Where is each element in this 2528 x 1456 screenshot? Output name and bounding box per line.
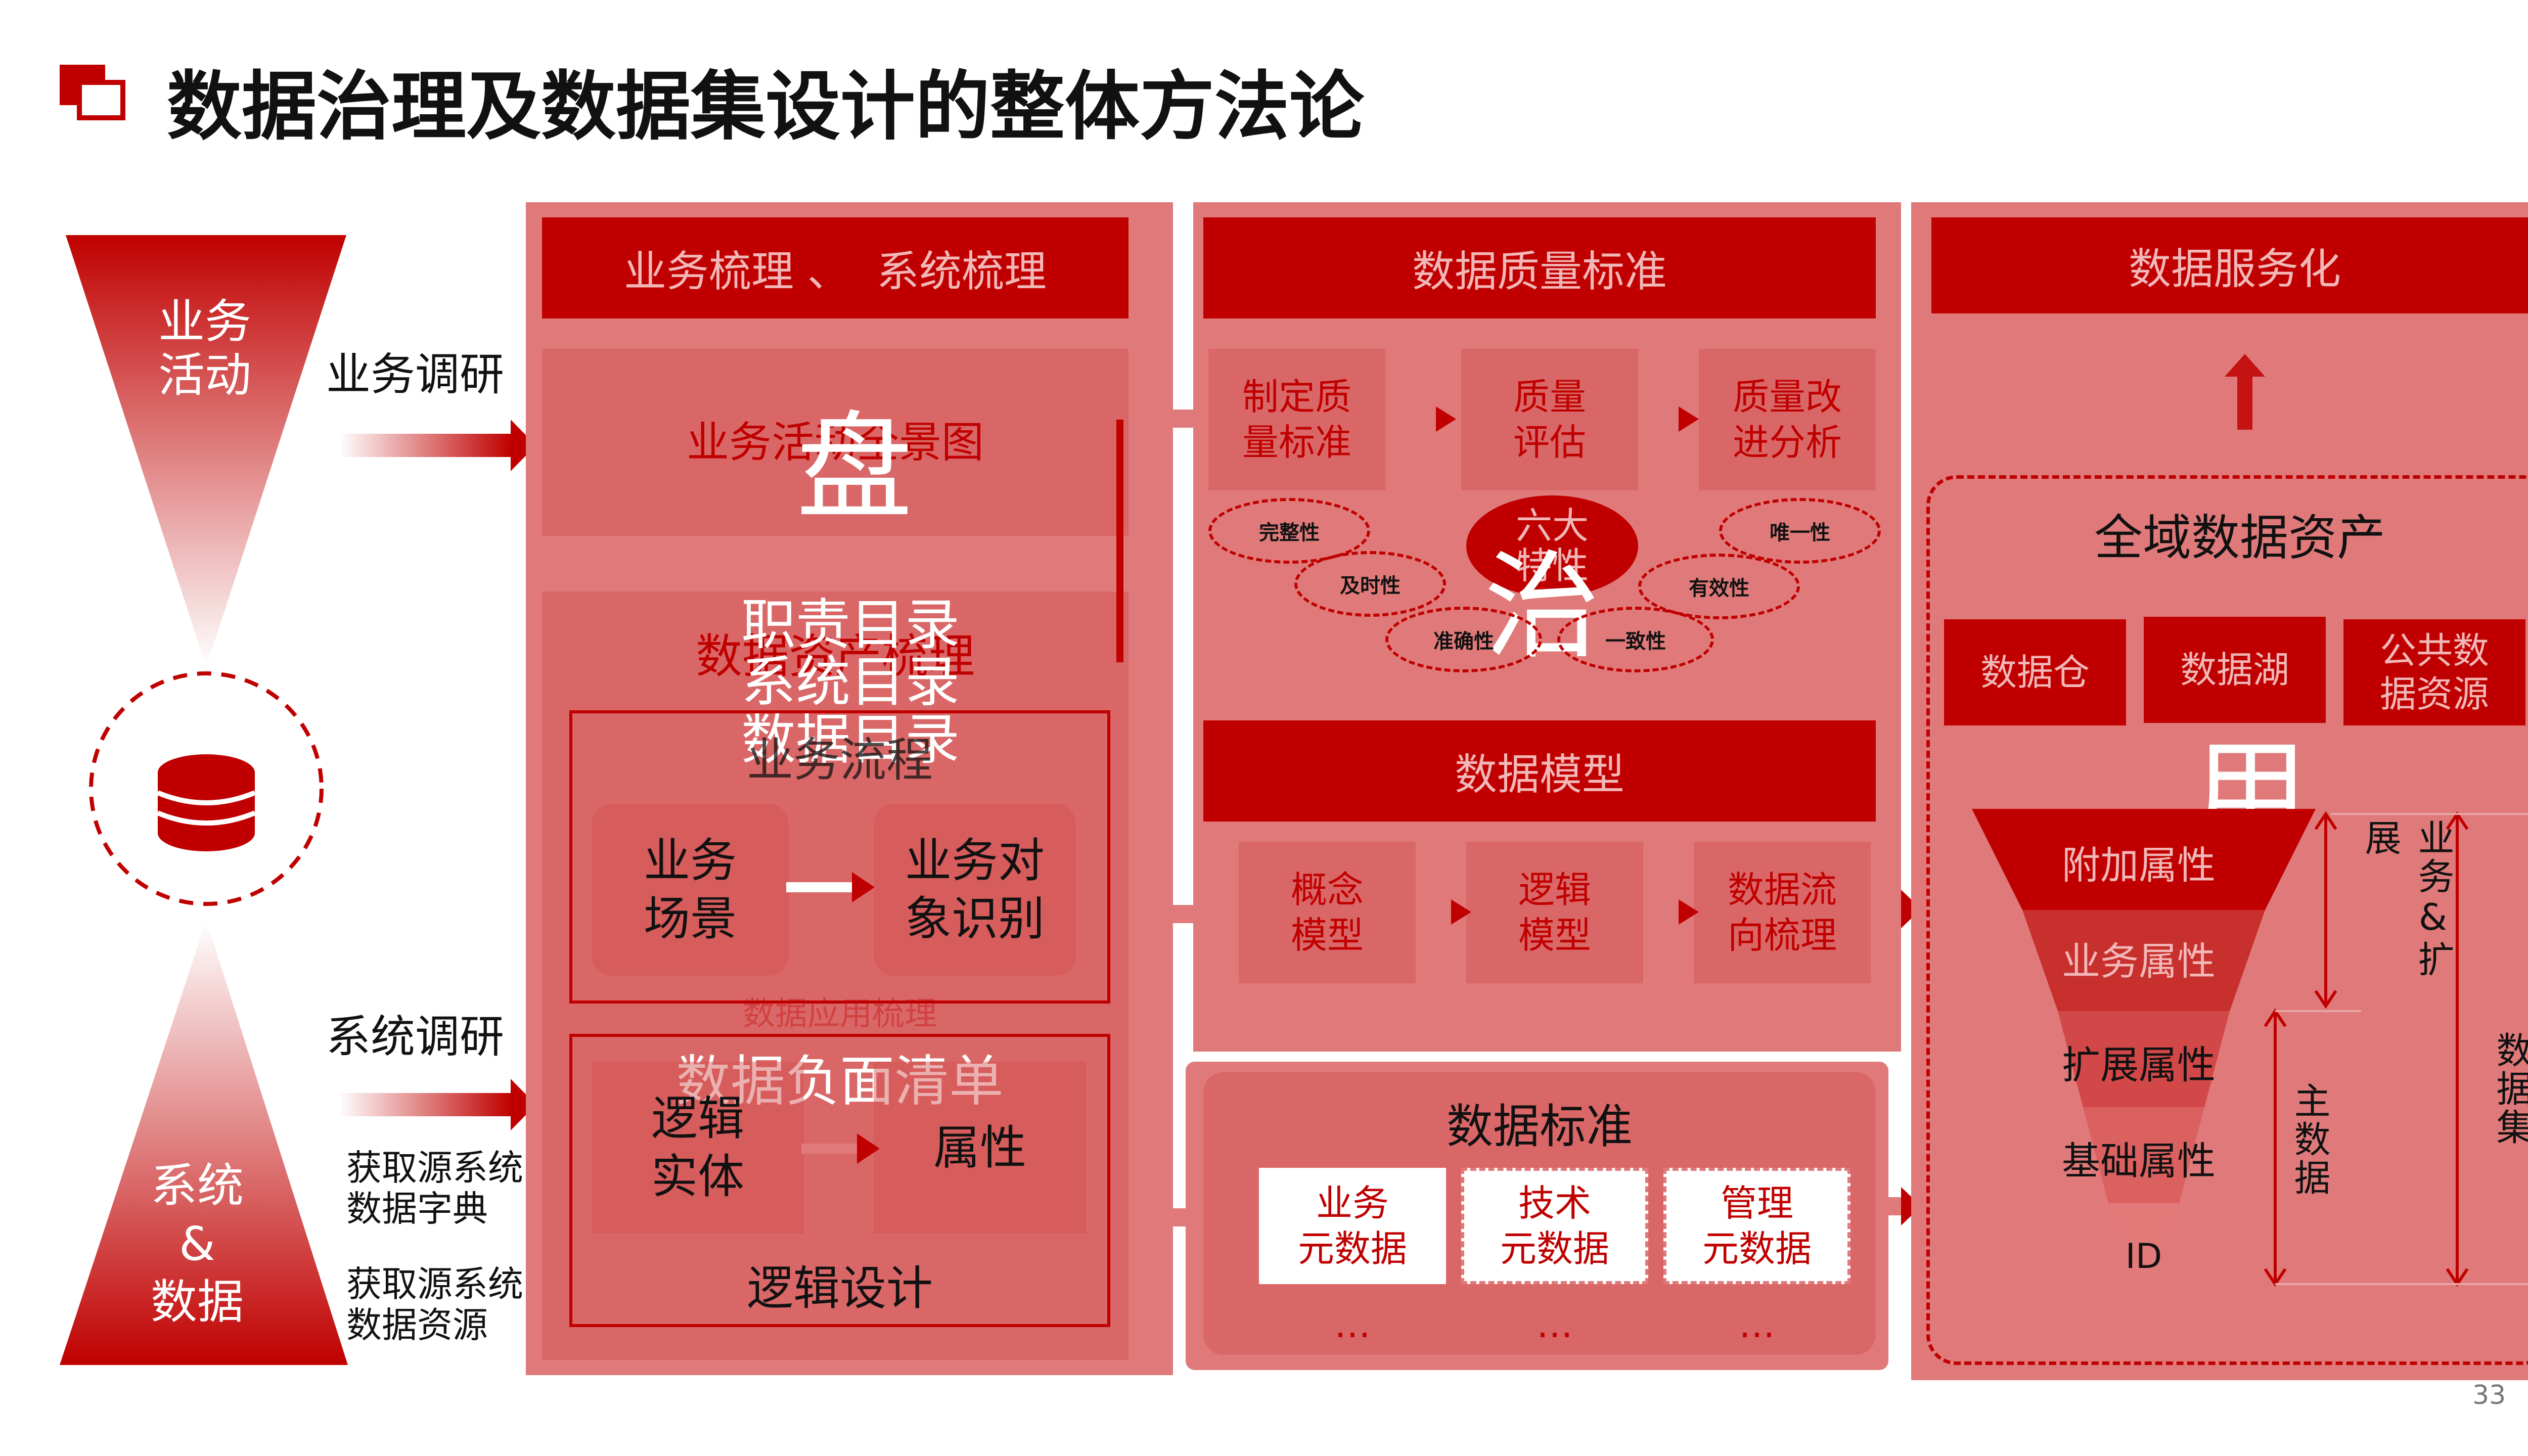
- q-item-3: 质量改 进分析: [1699, 349, 1876, 490]
- ellipsis-1: …: [1334, 1303, 1371, 1346]
- top-triangle: [66, 235, 346, 667]
- std-item-1: 业务 元数据: [1259, 1168, 1446, 1284]
- page-title: 数据治理及数据集设计的整体方法论: [167, 63, 1364, 150]
- source-res-label: 获取源系统 数据资源: [346, 1263, 523, 1346]
- store-public: 公共数 据资源: [2343, 619, 2525, 725]
- asset-frame: [1926, 475, 2528, 1365]
- layer-5: ID: [2125, 1236, 2162, 1277]
- bottom-triangle-label: 系统 & 数据: [150, 1158, 244, 1329]
- database-icon: [156, 752, 257, 853]
- col1-panel: [526, 202, 1173, 1375]
- m-item-1: 概念 模型: [1239, 842, 1416, 983]
- model-header: 数据模型: [1203, 720, 1876, 822]
- label-dataset: 数据集: [2490, 1031, 2528, 1147]
- m-arrows: [1421, 899, 1699, 925]
- bottom-triangle: [60, 920, 348, 1365]
- layer-4: 基础属性: [2062, 1139, 2216, 1184]
- m-item-3: 数据流 向梳理: [1694, 842, 1871, 983]
- scene-arrow: [786, 872, 875, 902]
- hidden-app-label: 数据应用梳理: [743, 995, 937, 1033]
- q-item-2: 质量 评估: [1461, 349, 1638, 490]
- asset-sort-box: [542, 592, 1128, 1360]
- source-dict-label: 获取源系统 数据字典: [346, 1147, 523, 1230]
- ellipsis-2: …: [1537, 1303, 1573, 1346]
- asset-sort-label: 数据资产梳理: [695, 629, 975, 684]
- layer-1: 附加属性: [2062, 843, 2216, 888]
- col2-panel-top: [1193, 202, 1901, 1052]
- logic-design-label: 逻辑设计: [746, 1261, 933, 1315]
- side-arrows: [2264, 811, 2528, 1287]
- layer-funnel: [1972, 809, 2316, 1294]
- label-master-data: 主数据: [2288, 1082, 2330, 1197]
- m-item-2: 逻辑 模型: [1466, 842, 1643, 983]
- dashed-circle: [89, 671, 324, 906]
- oval-completeness: 完整性: [1208, 498, 1370, 564]
- catalogs-label: 职责目录 系统目录 数据目录: [741, 593, 960, 771]
- biz-flow-label: 业务流程: [746, 733, 933, 787]
- oval-uniqueness: 唯一性: [1719, 498, 1881, 564]
- biz-flow-frame: [569, 710, 1110, 1004]
- store-warehouse: 数据仓: [1944, 619, 2126, 725]
- oval-timeliness: 及时性: [1294, 551, 1446, 617]
- layer-2: 业务属性: [2062, 939, 2216, 984]
- logic-entity-box: 逻辑 实体: [592, 1062, 804, 1234]
- negative-list-label: 数据负面清单: [675, 1050, 1004, 1113]
- label-biz-ext: 业务&扩展: [2359, 819, 2454, 979]
- left-diagram: [60, 235, 536, 1365]
- logic-frame: [569, 1034, 1110, 1327]
- std-item-2: 技术 元数据: [1461, 1168, 1648, 1284]
- q-arrows: [1395, 406, 1699, 432]
- service-header: 数据服务化: [1931, 217, 2528, 313]
- asset-title: 全域数据资产: [2094, 509, 2385, 566]
- biz-scene-box: 业务 场景: [592, 804, 789, 976]
- attribute-box: 属性: [874, 1062, 1086, 1234]
- page-number: 33: [2472, 1380, 2506, 1410]
- std-item-3: 管理 元数据: [1663, 1168, 1850, 1284]
- title-icon: [60, 65, 125, 120]
- col3-panel: [1911, 202, 2528, 1380]
- store-lake: 数据湖: [2144, 617, 2326, 723]
- quality-header: 数据质量标准: [1203, 217, 1876, 318]
- system-research-label: 系统调研: [326, 1011, 505, 1063]
- ellipsis-3: …: [1739, 1303, 1775, 1346]
- big-char-pan: 盘: [796, 400, 913, 536]
- oval-accuracy: 准确性: [1385, 607, 1542, 672]
- layer-3: 扩展属性: [2062, 1042, 2216, 1087]
- oval-consistency: 一致性: [1557, 607, 1714, 672]
- top-triangle-label: 业务 活动: [158, 295, 251, 402]
- six-traits: 六大 特性: [1466, 495, 1638, 597]
- panorama-box: 业务活动全景图: [542, 349, 1128, 536]
- entity-arrow: [801, 1133, 880, 1164]
- up-arrow: [2225, 354, 2265, 430]
- oval-validity: 有效性: [1638, 554, 1800, 619]
- biz-object-box: 业务对 象识别: [874, 804, 1076, 976]
- q-item-1: 制定质 量标准: [1208, 349, 1385, 490]
- business-research-label: 业务调研: [326, 348, 505, 400]
- col1-header: 业务梳理 、 系统梳理: [542, 217, 1128, 318]
- standard-header: 数据标准: [1446, 1099, 1633, 1154]
